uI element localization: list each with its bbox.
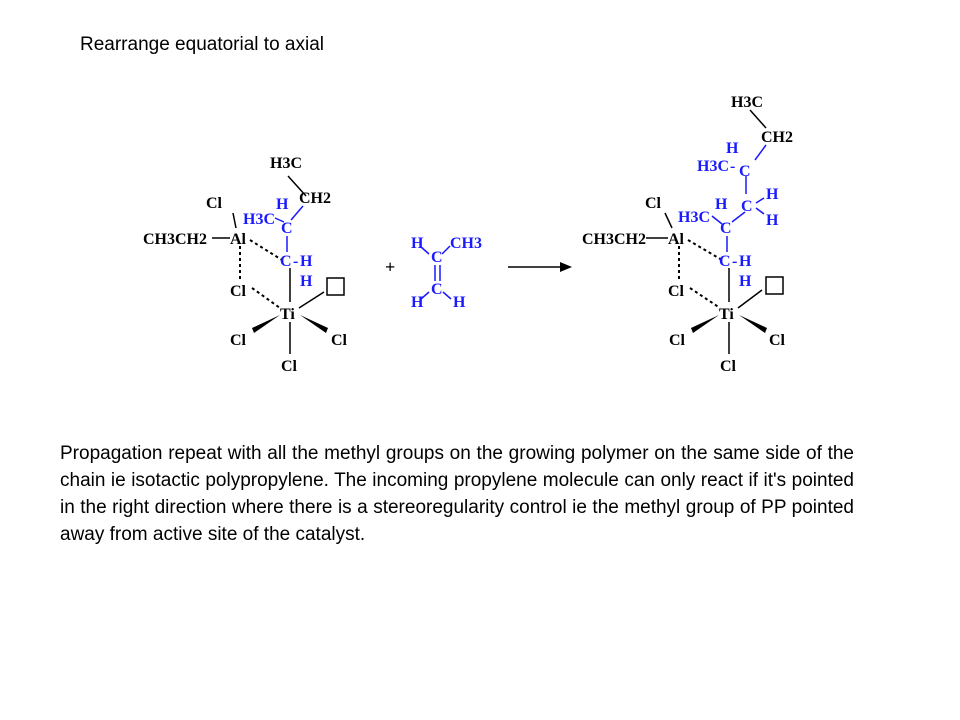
- product-top-h-label: H: [726, 140, 739, 157]
- product-ti-label: Ti: [719, 306, 734, 323]
- reactant-ti-cl-bottom-label: Cl: [281, 358, 298, 375]
- product-chain-c-lower-label: C: [719, 253, 731, 270]
- product-top-c-label: C: [739, 163, 751, 180]
- reactant-chain-c-lower-label: C: [280, 253, 292, 270]
- product-top-methyl-label: H3C: [697, 158, 729, 175]
- monomer-h-bl-label: H: [411, 294, 424, 311]
- reactant-chain-h3c-label: H3C: [270, 155, 302, 172]
- reactant-dash-h-label: -: [293, 253, 298, 270]
- reactant-complex: Cl CH3CH2 Al Cl Ti Cl Cl Cl H3C CH2 H H3…: [143, 155, 348, 375]
- reactant-ti-cl-left-label: Cl: [230, 332, 247, 349]
- product-chain-c-upper-label: C: [720, 220, 732, 237]
- description-paragraph: Propagation repeat with all the methyl g…: [60, 443, 854, 545]
- product-ti-cl-right-label: Cl: [769, 332, 786, 349]
- reactant-chain-h-label: H: [276, 196, 289, 213]
- product-bridge-cl-label: Cl: [668, 283, 685, 300]
- reactant-chain-ch2-label: CH2: [299, 190, 331, 207]
- product-mid-h-label: H: [715, 196, 728, 213]
- slide-heading: Rearrange equatorial to axial: [80, 34, 324, 55]
- product-dash-h-label: -: [732, 253, 737, 270]
- reactant-ch-h2-label: H: [300, 273, 313, 290]
- product-al-cl-label: Cl: [645, 195, 662, 212]
- product-ti-cl-bottom-label: Cl: [720, 358, 737, 375]
- product-alkyl-label: CH3CH2: [582, 231, 646, 248]
- monomer-c-upper-label: C: [431, 249, 443, 266]
- monomer-h-top-label: H: [411, 235, 424, 252]
- product-chain-h3c-label: H3C: [731, 94, 763, 111]
- reactant-chain-c-upper-label: C: [281, 220, 293, 237]
- reaction-arrow: [508, 262, 572, 272]
- monomer-h-br-label: H: [453, 294, 466, 311]
- reactant-al-label: Al: [230, 231, 247, 248]
- product-chain-ch2-label: CH2: [761, 129, 793, 146]
- reactant-methyl-h3c-label: H3C: [243, 211, 275, 228]
- monomer-ch3-label: CH3: [450, 235, 482, 252]
- reactant-bridge-cl-label: Cl: [230, 283, 247, 300]
- reactant-ti-label: Ti: [280, 306, 295, 323]
- reaction-scheme: Cl CH3CH2 Al Cl Ti Cl Cl Cl H3C CH2 H H3…: [143, 94, 793, 375]
- reactant-alkyl-label: CH3CH2: [143, 231, 207, 248]
- product-complex: Cl CH3CH2 Al Cl Ti Cl Cl Cl H3C CH2 H H3…: [582, 94, 793, 375]
- plus-sign: +: [385, 257, 395, 277]
- propylene-monomer: H CH3 C C H H: [411, 235, 482, 311]
- product-ch2-h-upper-label: H: [766, 186, 779, 203]
- product-ch2-h-lower-label: H: [766, 212, 779, 229]
- monomer-c-lower-label: C: [431, 281, 443, 298]
- product-ch-h2-label: H: [739, 273, 752, 290]
- reactant-ti-cl-right-label: Cl: [331, 332, 348, 349]
- product-al-label: Al: [668, 231, 685, 248]
- product-ch-h-label: H: [739, 253, 752, 270]
- product-mid-methyl-label: H3C: [678, 209, 710, 226]
- product-ch2-c-label: C: [741, 198, 753, 215]
- product-ti-cl-left-label: Cl: [669, 332, 686, 349]
- reactant-ch-h-label: H: [300, 253, 313, 270]
- reactant-al-cl-label: Cl: [206, 195, 223, 212]
- product-top-dash: -: [730, 158, 735, 175]
